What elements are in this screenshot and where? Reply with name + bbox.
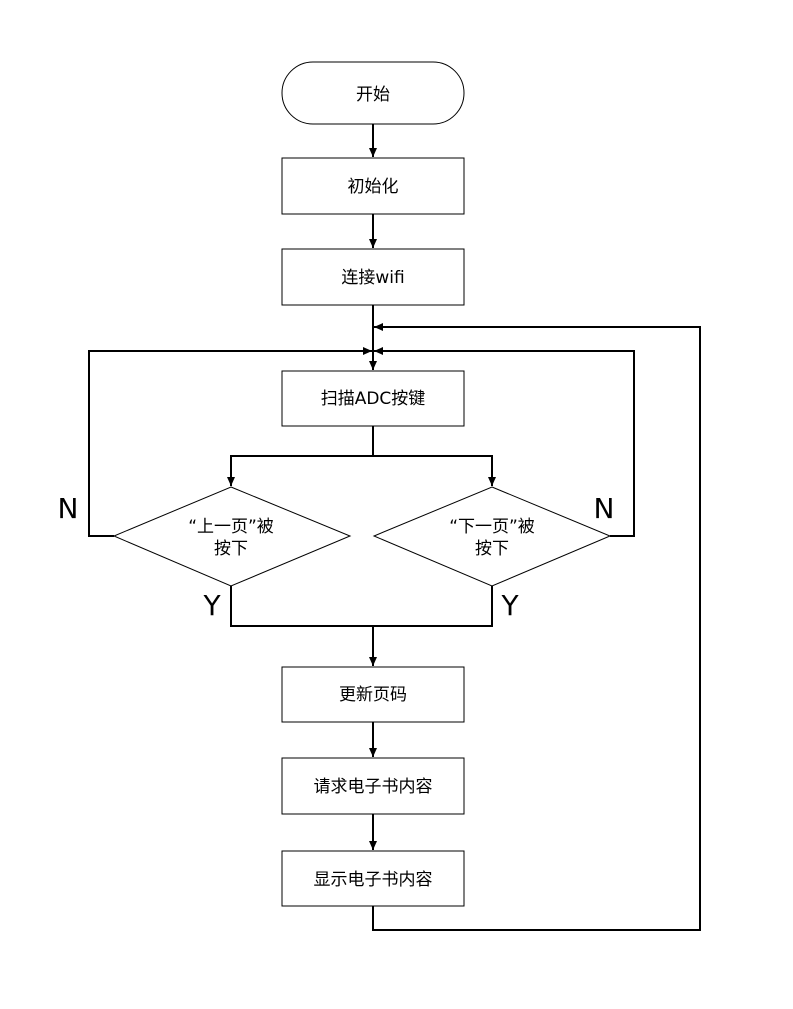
node-start-label: 开始 bbox=[356, 85, 390, 105]
edge-prev-no-loop bbox=[88, 347, 372, 537]
edge-scan-prev bbox=[227, 426, 374, 486]
edge-scan-next bbox=[373, 455, 496, 486]
branch-label-next-no: N bbox=[594, 492, 615, 525]
edge-display-loop bbox=[372, 323, 701, 931]
edge-next-no-loop bbox=[374, 347, 635, 537]
node-update-label: 更新页码 bbox=[339, 685, 407, 705]
decision-next-line2: 按下 bbox=[475, 539, 509, 559]
node-scan: 扫描ADC按键 bbox=[281, 370, 465, 427]
branch-label-next-yes: Y bbox=[500, 589, 519, 622]
edge-prev-yes bbox=[230, 586, 373, 627]
node-request-label: 请求电子书内容 bbox=[314, 777, 433, 797]
node-display-label: 显示电子书内容 bbox=[314, 870, 433, 890]
node-wifi-label: 连接wifi bbox=[341, 268, 404, 288]
branch-label-prev-no: N bbox=[58, 492, 79, 525]
decision-prev-page: “上一页”被 按下 bbox=[112, 486, 352, 587]
node-init: 初始化 bbox=[281, 157, 465, 215]
node-scan-label: 扫描ADC按键 bbox=[321, 389, 426, 409]
decision-prev-line1: “上一页”被 bbox=[188, 517, 274, 537]
node-update: 更新页码 bbox=[281, 666, 465, 723]
node-request: 请求电子书内容 bbox=[281, 757, 465, 815]
connectors bbox=[88, 124, 701, 931]
decision-next-page: “下一页”被 按下 bbox=[372, 486, 612, 587]
node-start: 开始 bbox=[281, 61, 465, 125]
decision-next-line1: “下一页”被 bbox=[449, 517, 535, 537]
branch-label-prev-yes: Y bbox=[202, 589, 221, 622]
node-wifi: 连接wifi bbox=[281, 248, 465, 306]
decision-prev-line2: 按下 bbox=[214, 539, 248, 559]
edge-next-yes bbox=[373, 586, 493, 627]
node-init-label: 初始化 bbox=[348, 177, 399, 197]
node-display: 显示电子书内容 bbox=[281, 850, 465, 907]
